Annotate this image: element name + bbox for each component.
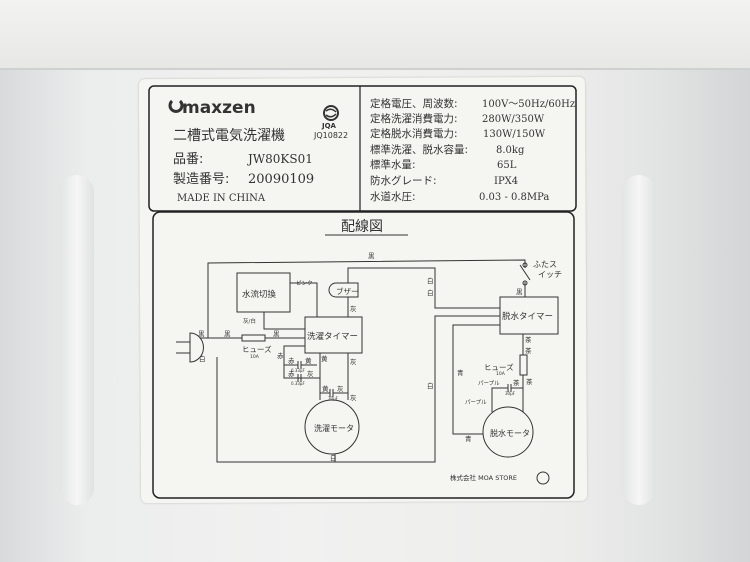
wiring-diagram — [152, 211, 575, 499]
wire-label: パープル — [465, 399, 487, 406]
wire-label: 黒 — [516, 288, 523, 296]
wire-label: 赤 — [288, 357, 295, 365]
cabinet-groove-left — [60, 175, 94, 505]
wire-label: 白 — [427, 276, 434, 285]
model-label: 品番: — [173, 152, 203, 167]
spec-label: 定格洗濯消費電力: — [370, 112, 458, 125]
wire-label: 黒 — [224, 330, 231, 338]
wire-label: 青 — [465, 434, 472, 443]
wire-label: 白 — [330, 453, 337, 462]
svg-text:JQA: JQA — [321, 122, 337, 130]
spec-value: 130W/150W — [483, 129, 546, 140]
capacitor-label: 0.33μF — [291, 368, 305, 373]
spec-label: 水道水圧: — [370, 190, 416, 203]
wire-label: 白 — [199, 354, 206, 363]
wire-label: 茶 — [525, 335, 532, 344]
wash-timer-box — [304, 316, 363, 354]
wire-label: 赤 — [288, 370, 295, 378]
wire-label: 黒 — [198, 330, 205, 338]
wire-label: 灰 — [350, 393, 357, 402]
manufacturer-logo-icon — [536, 471, 550, 485]
water-flow-switch-label: 水流切換 — [242, 289, 277, 300]
spec-value: 280W/350W — [482, 114, 545, 125]
diagram-title: 配線図 — [341, 219, 383, 235]
spin-timer-box — [499, 296, 559, 335]
lid-switch-label: イッチ — [538, 270, 562, 279]
model-value: JW80KS01 — [246, 152, 313, 166]
fuse-right-rating: 10A — [496, 371, 506, 377]
wire-label: 黄 — [322, 384, 329, 393]
cabinet-groove-right — [622, 175, 656, 505]
spec-label: 定格電圧、周波数: — [370, 97, 458, 110]
spec-label: 標準洗濯、脱水容量: — [370, 143, 468, 156]
wire-label: 灰 — [307, 369, 314, 378]
product-type: 二槽式電気洗濯機 — [173, 128, 285, 144]
wire-label: 青 — [457, 368, 464, 377]
spec-label: 標準水量: — [370, 158, 416, 171]
fuse-right-label: ヒューズ — [484, 362, 514, 372]
wire-label: 黒 — [368, 252, 375, 260]
fuse-right-symbol — [519, 354, 528, 376]
wire-label: 黒 — [273, 330, 280, 338]
certification-number: JQ10822 — [313, 131, 348, 140]
wire-label: 茶 — [513, 378, 520, 387]
spin-motor-symbol — [482, 406, 534, 458]
capacitor-label: 30μF — [505, 391, 516, 396]
fuse-left-symbol — [241, 334, 266, 342]
spec-value: 65L — [497, 160, 517, 171]
lid-switch-label: ふたス — [533, 260, 557, 269]
fuse-left-label: ヒューズ — [242, 344, 272, 354]
wire-label: パープル — [478, 380, 500, 387]
spec-value: 8.0kg — [496, 145, 525, 156]
wire-label: 茶 — [526, 377, 533, 386]
serial-label: 製造番号: — [173, 172, 229, 187]
spec-box: maxzen JQA JQ10822 二槽式電気洗濯機 品番: JW80KS01… — [148, 85, 577, 212]
buzzer-symbol — [328, 282, 359, 298]
spec-label: 防水グレード: — [370, 174, 437, 187]
maxzen-logo: maxzen — [168, 98, 256, 118]
wire-label: 灰/白 — [243, 317, 256, 325]
water-flow-switch-box — [236, 272, 291, 313]
wire-label: ピンク — [296, 280, 313, 287]
wire-label: 灰 — [350, 357, 357, 366]
wash-motor-label: 洗濯モータ — [314, 423, 354, 433]
wire-label: 灰 — [350, 304, 357, 313]
capacitor-label: 0.33μF — [291, 381, 305, 386]
wire-label: 赤 — [277, 352, 284, 360]
wire-label: 黄 — [321, 354, 328, 363]
spec-value: 100V〜50Hz/60Hz — [482, 99, 575, 110]
serial-value: 20090109 — [248, 172, 314, 187]
capacitor-label: 30μF — [328, 396, 339, 401]
spin-timer-label: 脱水タイマー — [502, 311, 553, 322]
spec-value: IPX4 — [494, 176, 518, 187]
fuse-left-rating: 10A — [250, 354, 260, 360]
machine-lid — [0, 0, 750, 70]
wire-label: 白 — [427, 288, 434, 297]
wash-timer-label: 洗濯タイマー — [307, 331, 358, 342]
spin-motor-label: 脱水モータ — [490, 428, 530, 438]
buzzer-label: ブザー — [336, 286, 359, 296]
origin: MADE IN CHINA — [177, 193, 266, 204]
wire-label: 灰 — [337, 384, 344, 393]
wire-label: 茶 — [525, 346, 532, 355]
wire-label: 白 — [427, 381, 434, 390]
wire-label: 黄 — [305, 356, 312, 365]
svg-text:maxzen: maxzen — [182, 98, 256, 118]
wash-motor-symbol — [304, 399, 360, 455]
manufacturer-name: 株式会社 MOA STORE — [450, 473, 517, 482]
jqa-mark-icon: JQA — [321, 105, 339, 130]
spec-label: 定格脱水消費電力: — [370, 127, 458, 140]
spec-value: 0.03 - 0.8MPa — [479, 192, 549, 203]
power-plug-icon — [189, 332, 204, 363]
